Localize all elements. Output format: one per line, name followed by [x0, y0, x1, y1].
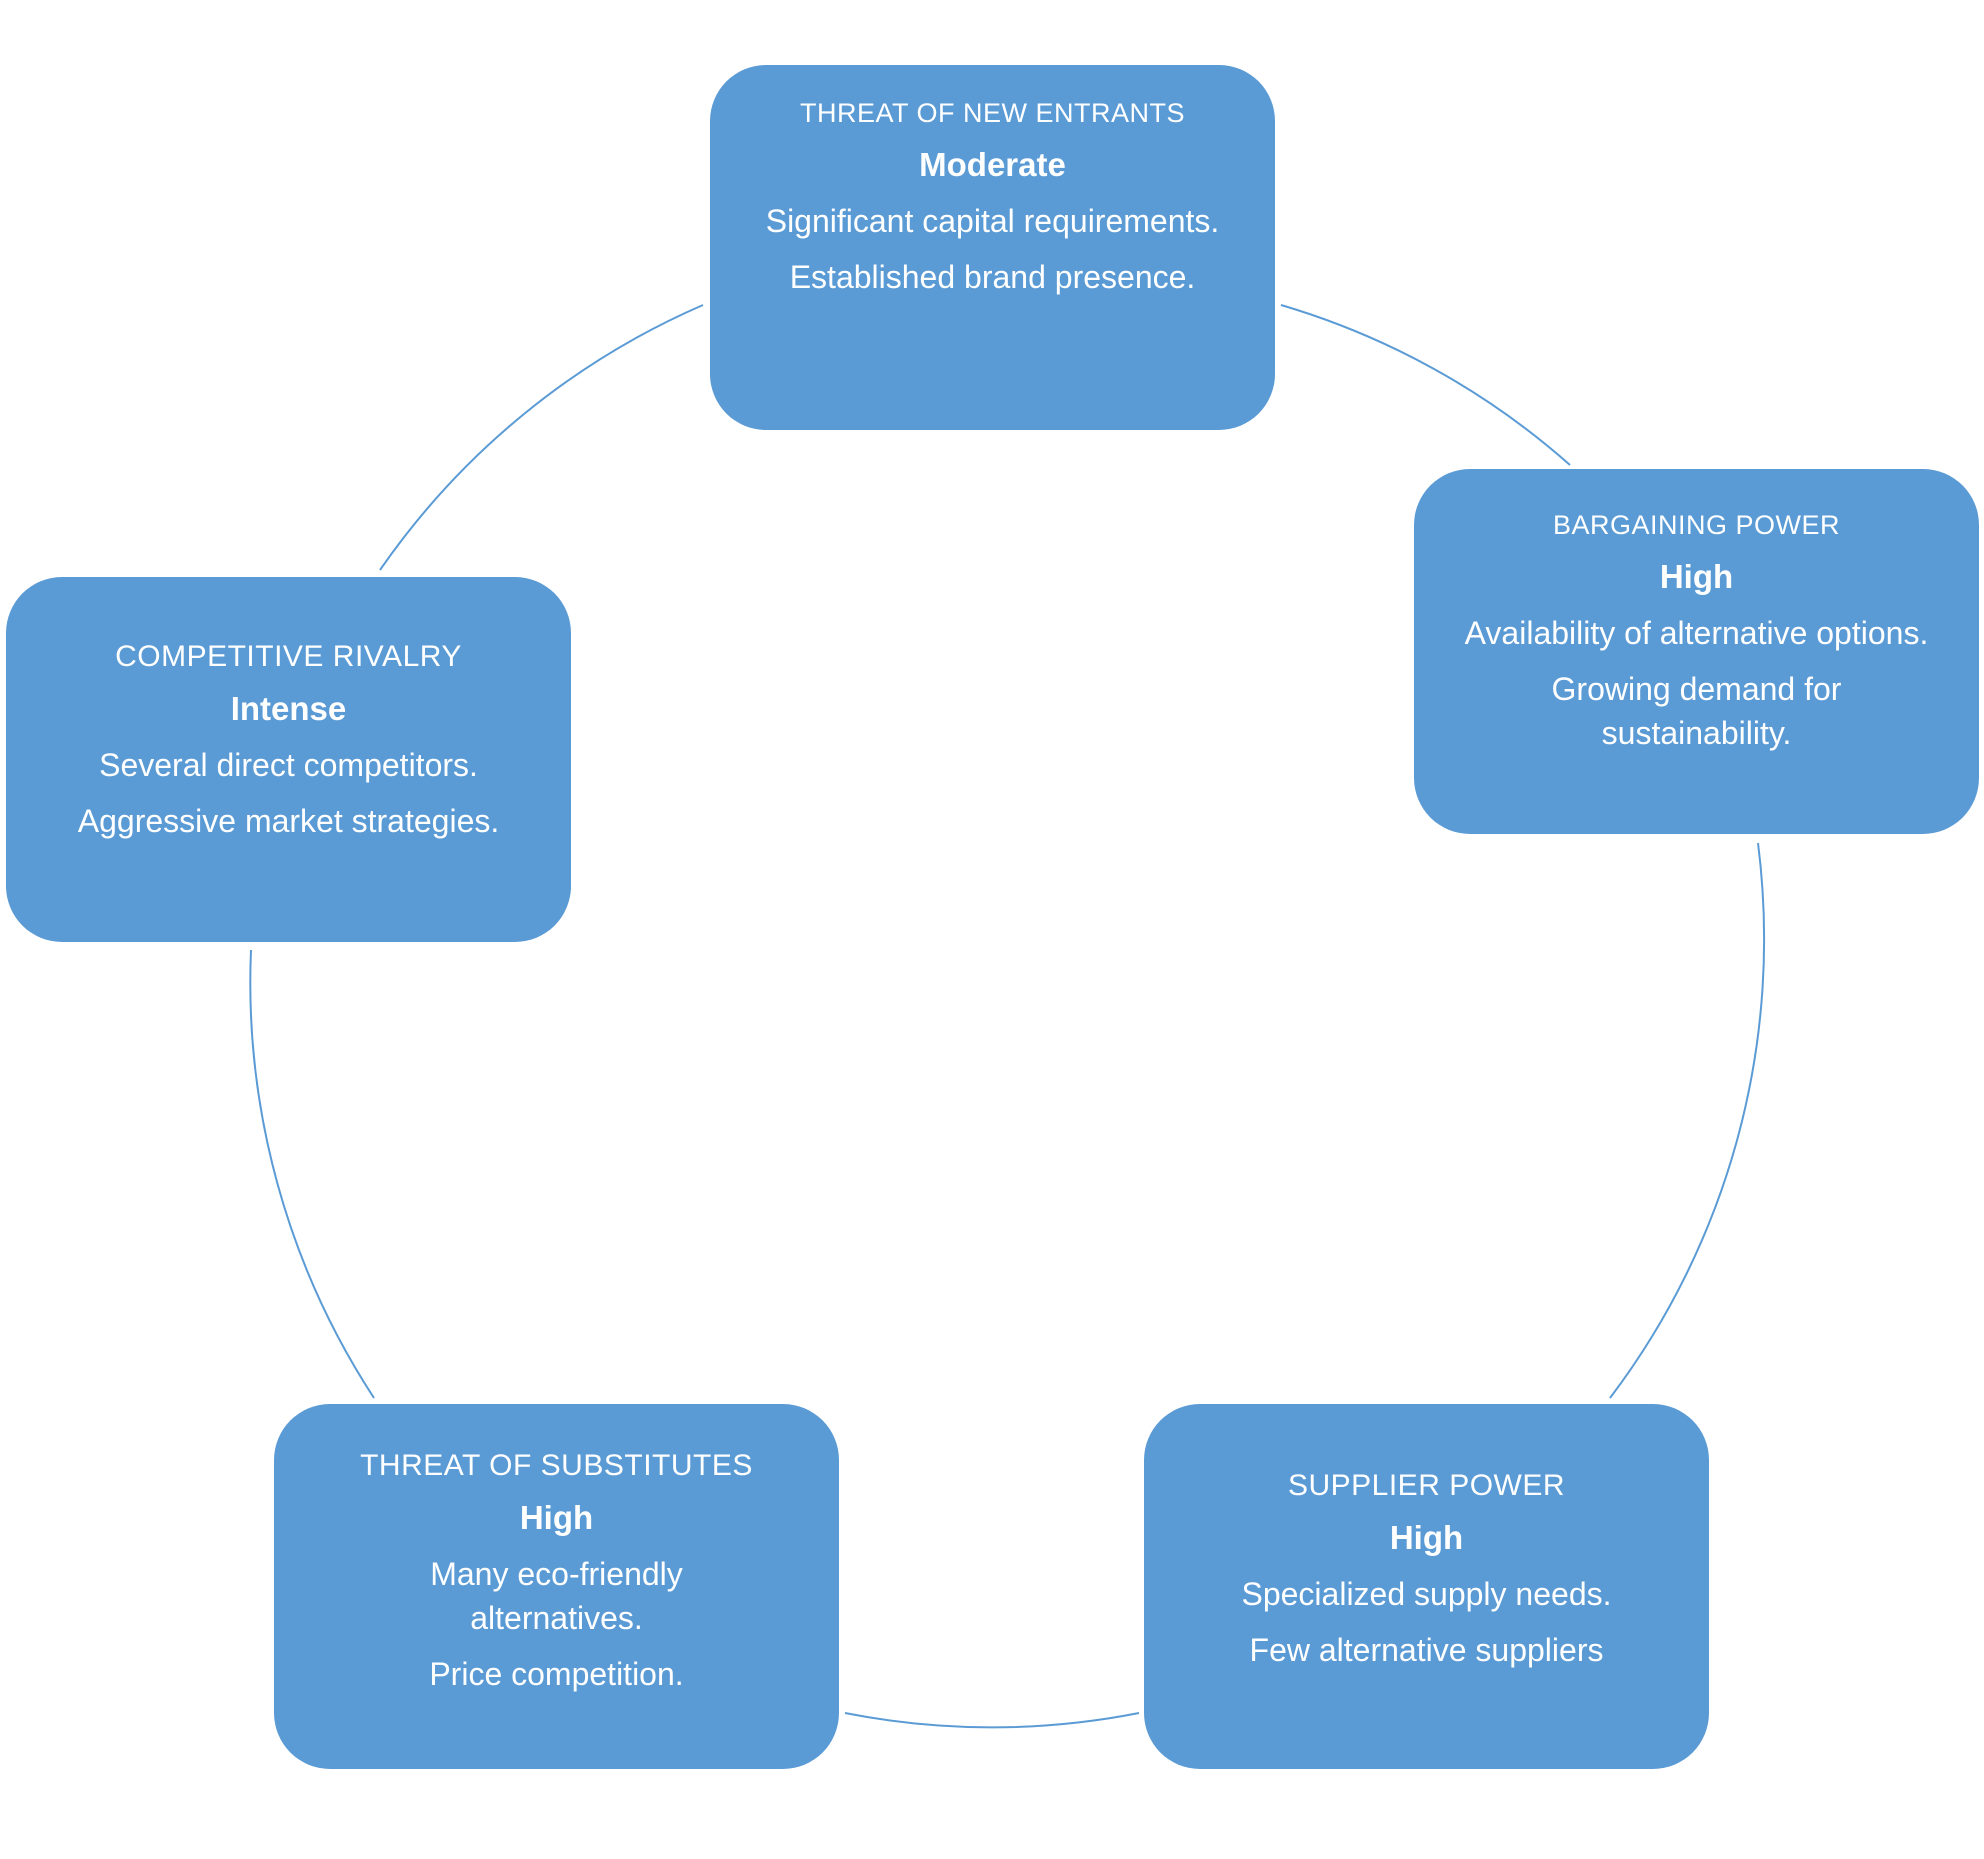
connector-bargaining-to-supplier — [1609, 842, 1766, 1399]
node-point: Many eco-friendly alternatives. — [430, 1556, 683, 1636]
node-point: Several direct competitors. — [99, 747, 478, 783]
node-bargaining-power: BARGAINING POWER High Availability of al… — [1414, 469, 1979, 834]
node-title: THREAT OF NEW ENTRANTS — [799, 98, 1185, 128]
node-rating: Intense — [230, 690, 347, 727]
connector-substitutes-to-rivalry — [249, 949, 375, 1399]
node-point: Significant capital requirements. — [765, 203, 1220, 239]
node-threat-of-substitutes: THREAT OF SUBSTITUTES High Many eco-frie… — [274, 1404, 839, 1769]
node-title: COMPETITIVE RIVALRY — [115, 640, 462, 673]
node-point: Growing demand for sustainability. — [1551, 671, 1842, 751]
node-point: Availability of alternative options. — [1464, 615, 1929, 651]
node-title: SUPPLIER POWER — [1287, 1469, 1566, 1502]
connector-supplier-to-substitutes — [844, 1712, 1140, 1729]
node-competitive-rivalry: COMPETITIVE RIVALRY Intense Several dire… — [6, 577, 571, 942]
node-rating: Moderate — [919, 146, 1066, 183]
node-rating: High — [1659, 558, 1734, 595]
node-point: Specialized supply needs. — [1241, 1576, 1612, 1612]
node-point: Aggressive market strategies. — [77, 803, 500, 839]
node-rating: High — [1389, 1519, 1464, 1556]
node-title: BARGAINING POWER — [1552, 510, 1841, 540]
connector-rivalry-to-new-entrants — [379, 304, 704, 571]
node-rating: High — [519, 1499, 594, 1536]
node-supplier-power: SUPPLIER POWER High Specialized supply n… — [1144, 1404, 1709, 1769]
node-point: Established brand presence. — [789, 259, 1196, 295]
node-title: THREAT OF SUBSTITUTES — [360, 1449, 753, 1482]
connector-new-entrants-to-bargaining — [1280, 304, 1571, 466]
node-point: Few alternative suppliers — [1249, 1632, 1604, 1668]
node-threat-of-new-entrants: THREAT OF NEW ENTRANTS Moderate Signific… — [710, 65, 1275, 430]
node-point: Price competition. — [429, 1656, 684, 1692]
